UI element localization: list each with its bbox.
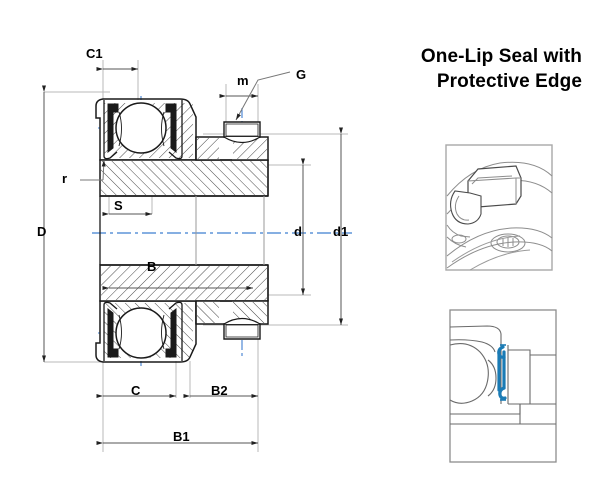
dimension-label-G: G	[296, 67, 307, 82]
page-title-line-2: Protective Edge	[436, 71, 582, 92]
dimension-label-B: B	[147, 259, 157, 274]
dimension-label-D: D	[37, 224, 47, 239]
dimension-label-d: d	[294, 224, 302, 239]
page-title: One-Lip Seal with Protective Edge	[332, 44, 582, 94]
seal-highlight	[497, 345, 507, 400]
dimension-label-r: r	[62, 171, 68, 186]
dimension-label-d1: d1	[333, 224, 349, 239]
dimension-label-B1: B1	[173, 429, 190, 444]
dimension-label-S: S	[114, 198, 123, 213]
dimension-label-C1: C1	[86, 46, 103, 61]
dimension-label-B2: B2	[211, 383, 228, 398]
dimension-label-C: C	[131, 383, 141, 398]
dimension-label-m: m	[237, 73, 249, 88]
page-title-line-1: One-Lip Seal with	[420, 46, 582, 67]
